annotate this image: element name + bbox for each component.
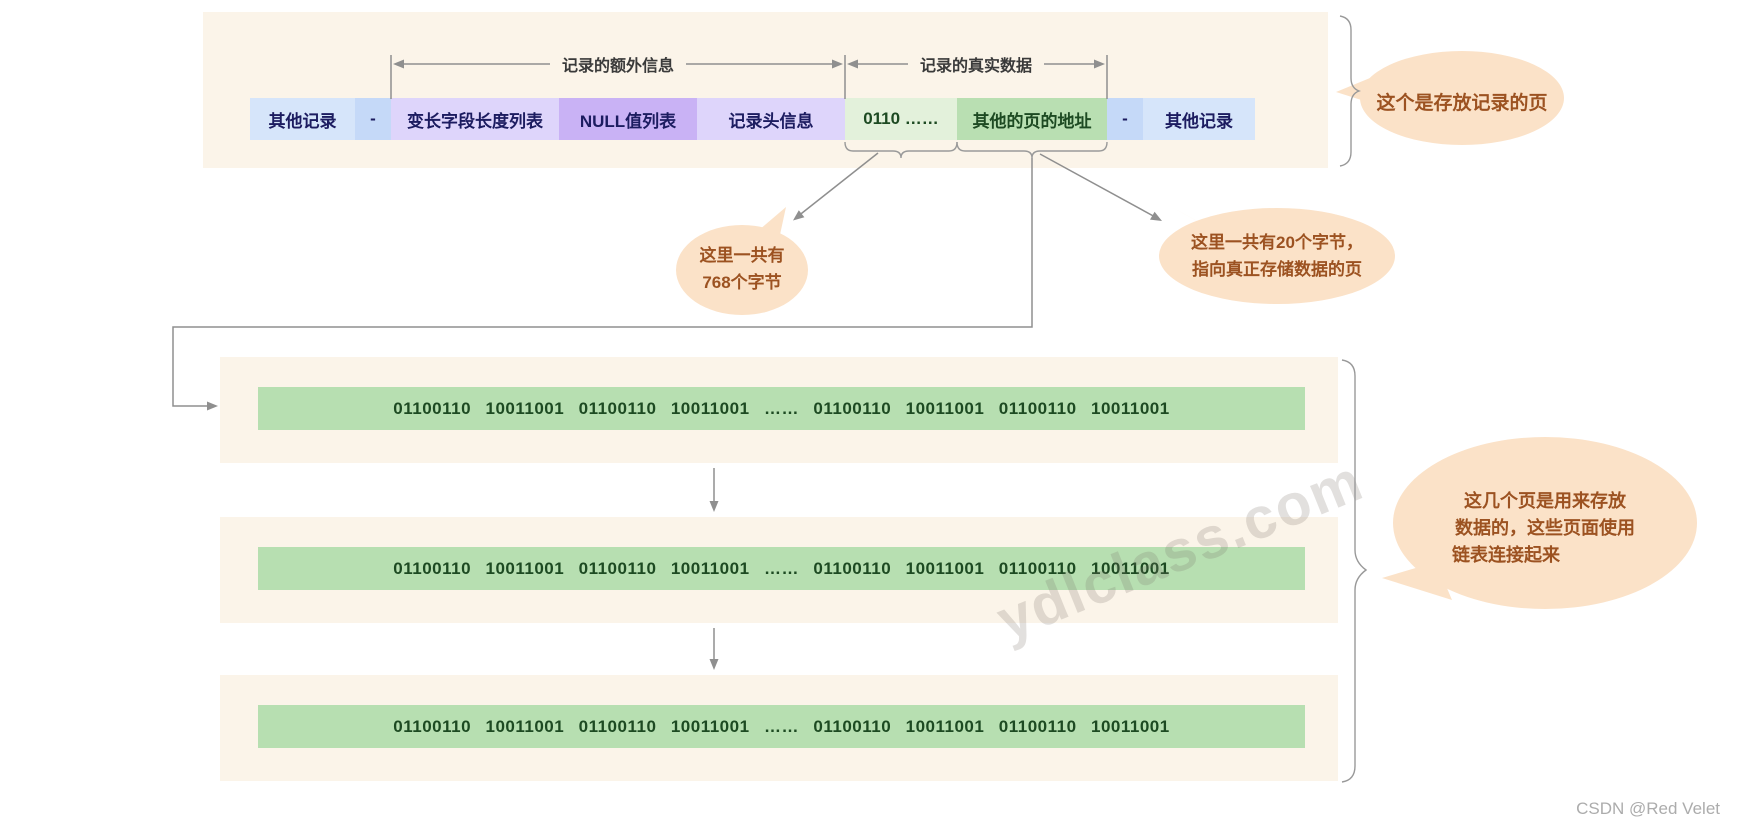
arrowhead-768 [793, 210, 805, 221]
page-link-arrowhead-1 [709, 501, 719, 512]
cell-dash-left: - [355, 98, 391, 140]
callout-linked-line2: 数据的，这些页面使用 [1455, 518, 1635, 538]
record-page-panel: 其他记录 - 变长字段长度列表 NULL值列表 记录头信息 0110 …… 其他… [203, 12, 1328, 168]
data-page-panel-2: 01100110 10011001 01100110 10011001 …… 0… [220, 517, 1338, 623]
bubble-20 [1159, 208, 1395, 304]
page-link-arrowhead-2 [709, 659, 719, 670]
cell-other-record-right: 其他记录 [1143, 98, 1255, 140]
binary-bar-3: 01100110 10011001 01100110 10011001 …… 0… [258, 705, 1305, 748]
callout-record-page: 这个是存放记录的页 [1376, 93, 1548, 114]
arrowhead-20 [1150, 211, 1162, 221]
record-row: 其他记录 - 变长字段长度列表 NULL值列表 记录头信息 0110 …… 其他… [250, 98, 1255, 140]
cell-record-header: 记录头信息 [697, 98, 845, 140]
bubble-record-page [1360, 51, 1564, 145]
callout-768-line1: 这里一共有 [699, 246, 785, 265]
measure-extra-info: 记录的额外信息 [391, 52, 845, 76]
cell-dash-right: - [1107, 98, 1143, 140]
callout-20-line1: 这里一共有20个字节， [1191, 233, 1363, 252]
bubble-linked [1393, 437, 1697, 609]
cell-varlen-field-list: 变长字段长度列表 [391, 98, 559, 140]
callout-768-line2: 768个字节 [702, 273, 782, 292]
callout-linked-line3: 链表连接起来 [1452, 545, 1560, 565]
brace-under-data-prefix [844, 141, 958, 159]
binary-bar-1: 01100110 10011001 01100110 10011001 …… 0… [258, 387, 1305, 430]
record-page-brace [1339, 15, 1361, 167]
cell-null-list: NULL值列表 [559, 98, 697, 140]
cell-data-prefix: 0110 …… [845, 98, 957, 140]
data-page-panel-3: 01100110 10011001 01100110 10011001 …… 0… [220, 675, 1338, 781]
overflow-elbow-connector [172, 158, 1033, 407]
brace-under-page-address [956, 141, 1108, 159]
credit-text: CSDN @Red Velet [1576, 799, 1720, 818]
cell-overflow-page-address: 其他的页的地址 [957, 98, 1107, 140]
callout-20-bytes: 这里一共有20个字节， 指向真正存储数据的页 [1160, 229, 1394, 283]
callout-20-line2: 指向真正存储数据的页 [1192, 260, 1362, 279]
data-page-panel-1: 01100110 10011001 01100110 10011001 …… 0… [220, 357, 1338, 463]
callout-768-bytes: 这里一共有 768个字节 [676, 242, 808, 296]
cell-other-record-left: 其他记录 [250, 98, 355, 140]
binary-bar-2: 01100110 10011001 01100110 10011001 …… 0… [258, 547, 1305, 590]
callout-arrows [796, 152, 1158, 219]
measure-real-data: 记录的真实数据 [845, 52, 1107, 76]
overflow-elbow-arrowhead [207, 401, 218, 411]
callout-linked-line1: 这几个页是用来存放 [1464, 491, 1626, 511]
callout-linked-pages: 这几个页是用来存放 数据的，这些页面使用 链表连接起来 [1430, 488, 1660, 569]
data-pages-brace [1341, 359, 1368, 783]
measure-arrowheads [393, 59, 1105, 69]
bubble-768 [676, 225, 808, 315]
